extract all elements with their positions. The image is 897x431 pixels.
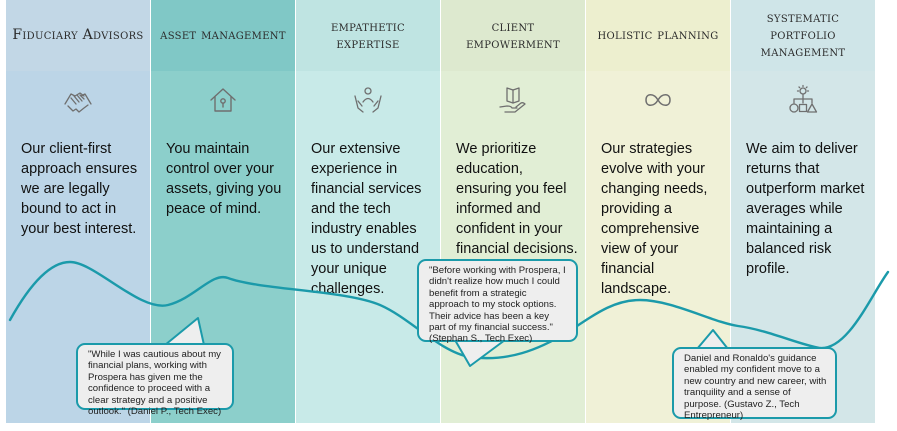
- testimonial-text: "Before working with Prospera, I didn't …: [429, 265, 566, 345]
- column-title: holistic planning: [586, 0, 730, 71]
- handshake-icon: [6, 84, 150, 118]
- column-description: We prioritize education, ensuring you fe…: [456, 141, 578, 257]
- column-description: We aim to deliver returns that outperfor…: [746, 141, 865, 277]
- testimonial-text: Daniel and Ronaldo's guidance enabled my…: [684, 353, 827, 422]
- column-empathetic-expertise: empathetic expertise Our extensive exper…: [296, 0, 440, 423]
- idea-shapes-icon: [731, 84, 875, 118]
- person-care-icon: [296, 84, 440, 118]
- infinity-icon: [586, 84, 730, 118]
- column-description: Our extensive experience in financial se…: [311, 141, 422, 297]
- open-book-hand-icon: [441, 84, 585, 118]
- column-title: systematic portfolio management: [731, 0, 875, 71]
- testimonial-bubble-1: "While I was cautious about my financial…: [76, 343, 234, 417]
- home-icon: [151, 84, 295, 118]
- column-title: asset management: [151, 0, 295, 71]
- testimonial-text: "While I was cautious about my financial…: [88, 349, 222, 418]
- testimonial-bubble-3: Daniel and Ronaldo's guidance enabled my…: [672, 347, 837, 422]
- testimonial-bubble-2: "Before working with Prospera, I didn't …: [417, 259, 578, 345]
- column-title: empathetic expertise: [296, 0, 440, 71]
- column-description: Our strategies evolve with your changing…: [601, 141, 708, 297]
- column-description: You maintain control over your assets, g…: [166, 141, 282, 217]
- column-client-empowerment: client empowerment We prioritize educati…: [441, 0, 585, 423]
- column-title: Fiduciary Advisors: [6, 0, 150, 71]
- column-title: client empowerment: [441, 0, 585, 71]
- column-description: Our client-first approach ensures we are…: [21, 141, 138, 237]
